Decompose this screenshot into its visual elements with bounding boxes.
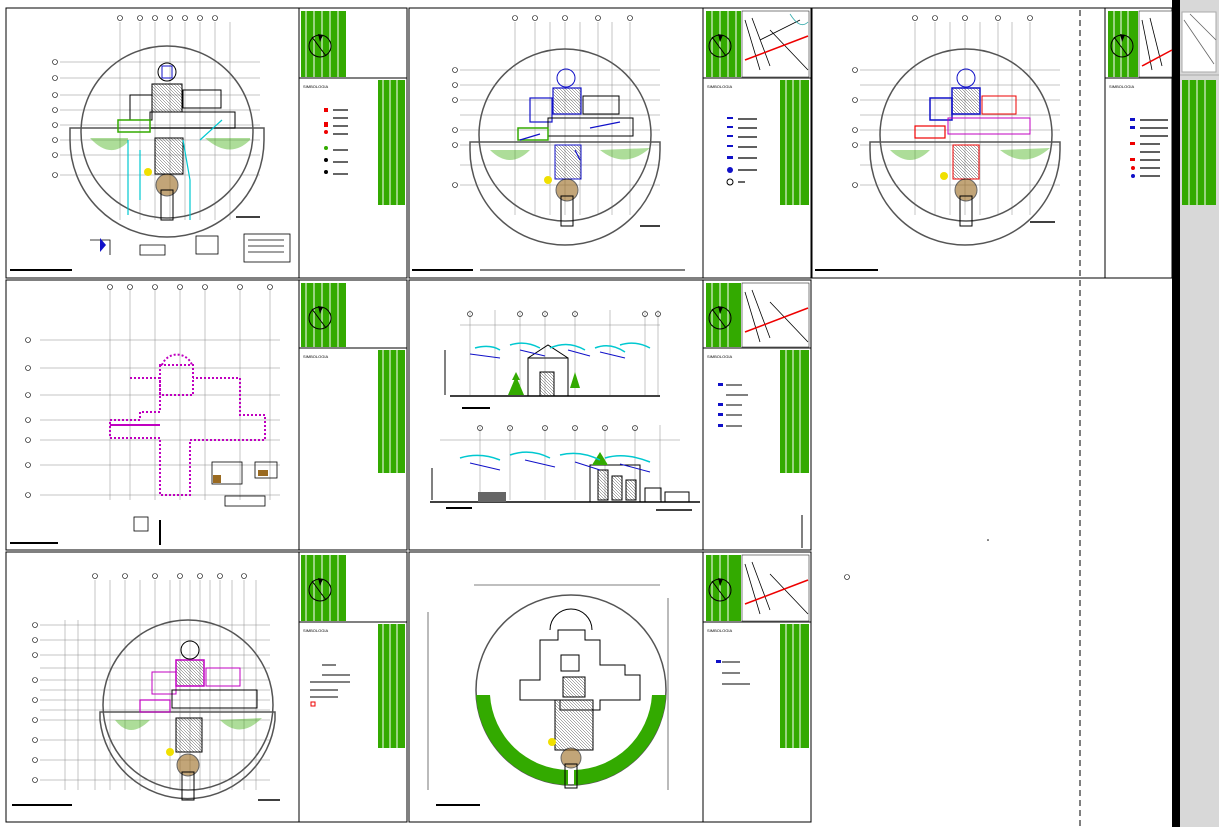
title-block-6: SIMBOLOGIA: [299, 555, 407, 748]
legend-title: SIMBOLOGIA: [303, 628, 328, 633]
elevations-sheet: [430, 310, 700, 511]
title-block-5: SIMBOLOGIA: [703, 282, 811, 548]
sheet-grid: [5, 7, 1173, 823]
plan-sheet-1: [10, 15, 291, 271]
title-block-1: SIMBOLOGIA: [299, 11, 407, 205]
title-block-3: SIMBOLOGIA: [1105, 10, 1173, 178]
site-plan-sheet: [427, 584, 669, 806]
plan-sheet-2: [412, 15, 685, 271]
legend-title: SIMBOLOGIA: [303, 354, 328, 359]
title-block-4: SIMBOLOGIA: [299, 283, 407, 473]
legend-title: SIMBOLOGIA: [707, 628, 732, 633]
title-block-2: SIMBOLOGIA: [703, 10, 811, 205]
plan-sheet-4: [10, 284, 280, 545]
dashed-boundaries: [812, 7, 1105, 827]
legend-title: SIMBOLOGIA: [303, 84, 328, 89]
plan-sheet-3: [815, 15, 1061, 271]
legend-title: SIMBOLOGIA: [707, 84, 732, 89]
right-black-bar: [1172, 0, 1180, 827]
plan-sheet-6: [12, 573, 280, 806]
right-green-strip: [1182, 80, 1216, 205]
legend-title: SIMBOLOGIA: [1109, 84, 1134, 89]
grid-marker: [844, 574, 850, 580]
legend-title: SIMBOLOGIA: [707, 354, 732, 359]
title-block-7: SIMBOLOGIA: [703, 554, 811, 748]
